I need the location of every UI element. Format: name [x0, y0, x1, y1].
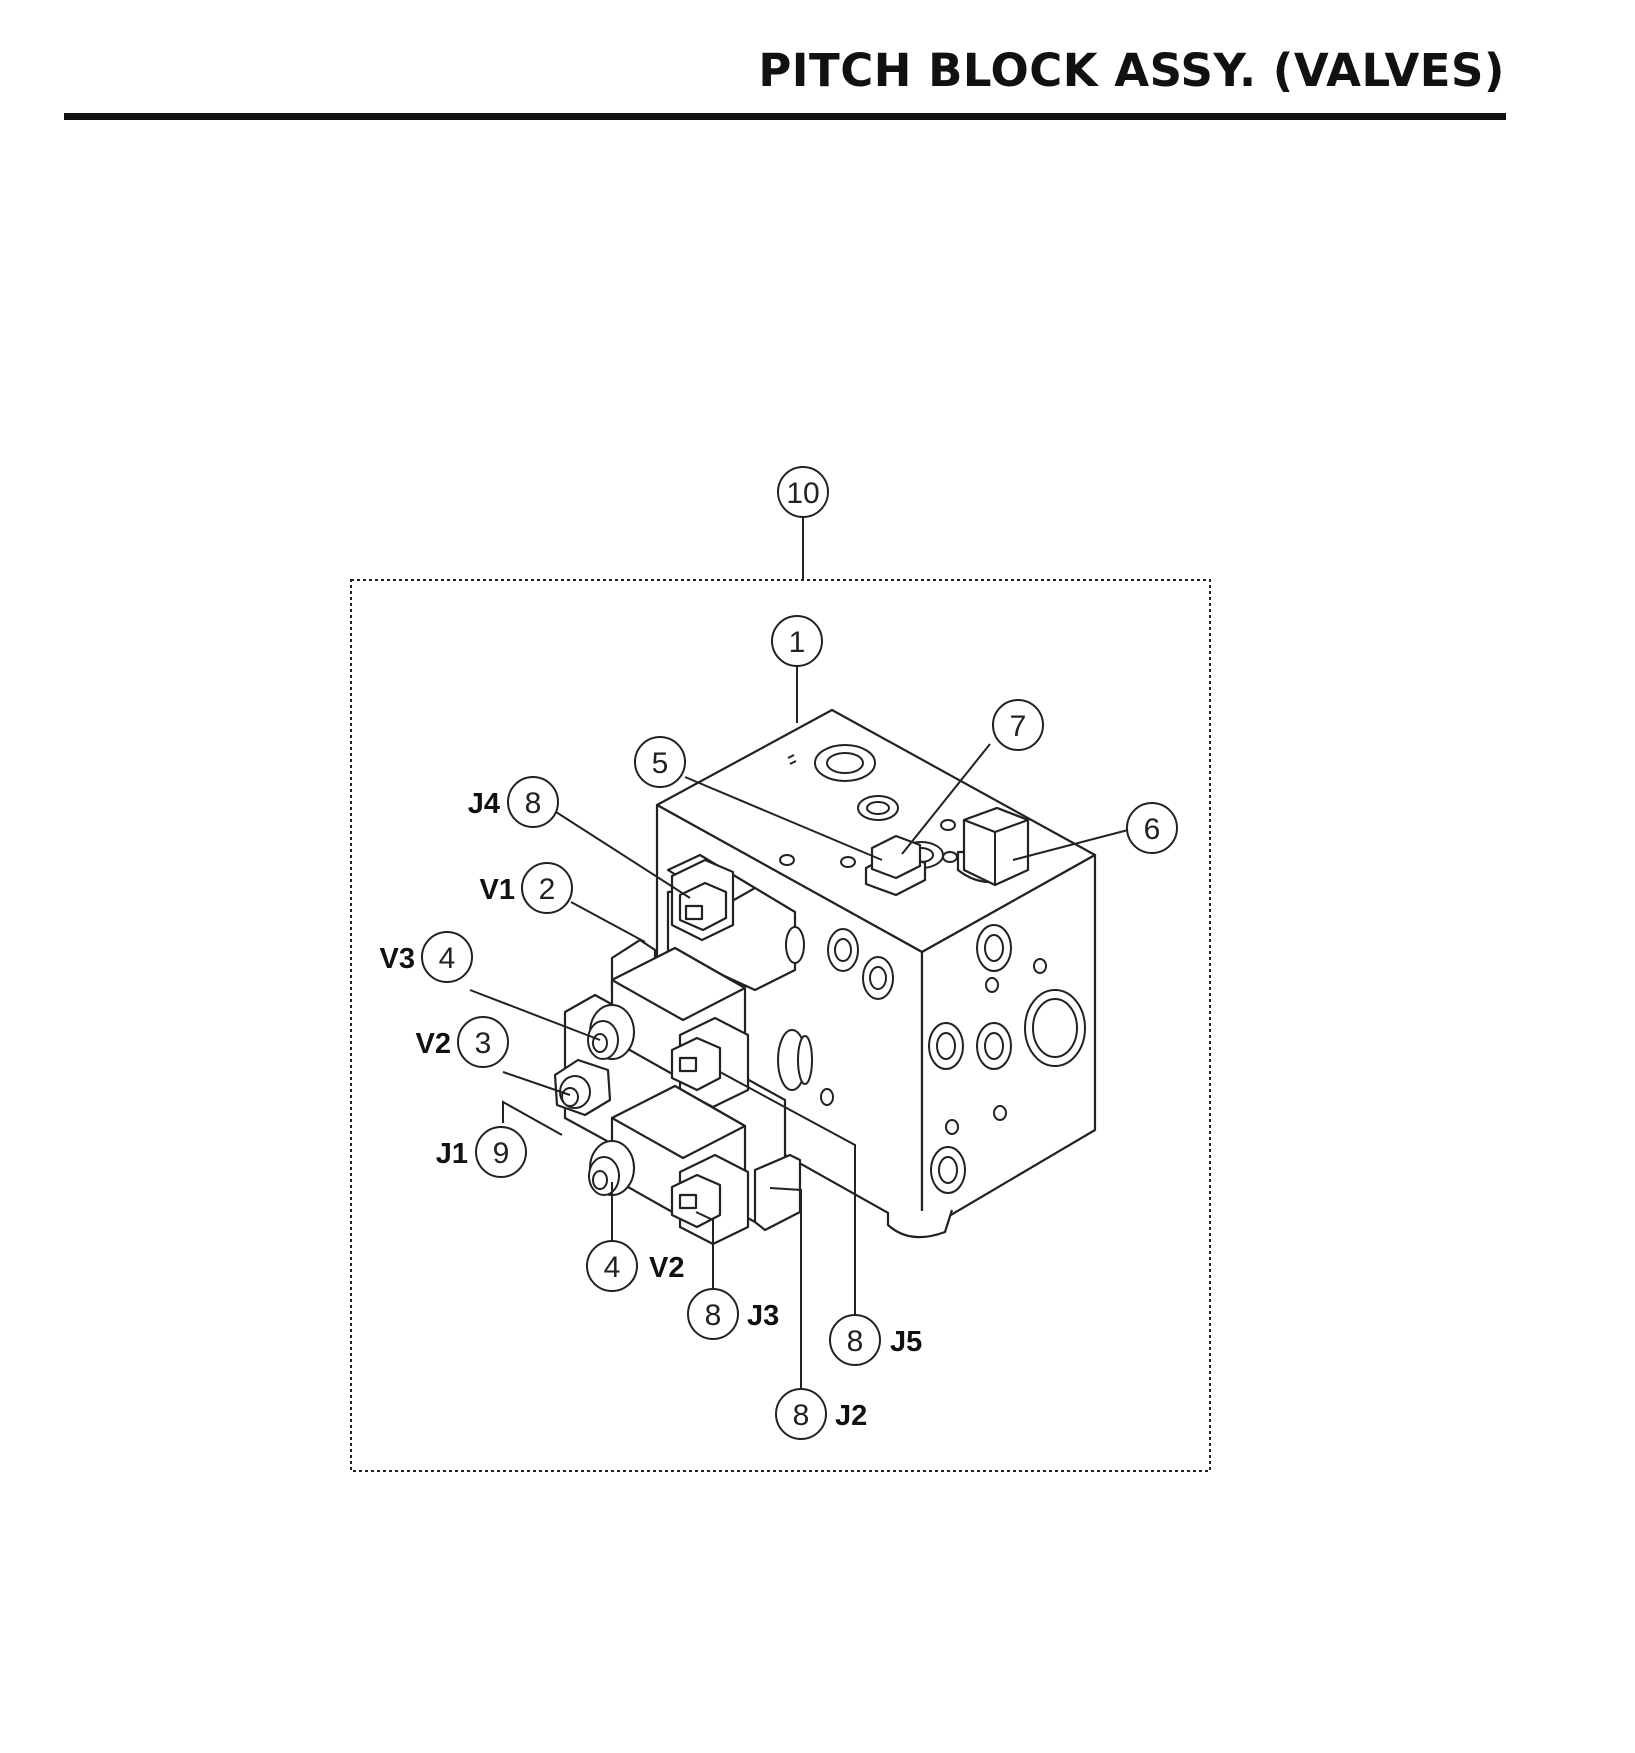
- connector-j2: [753, 1153, 802, 1232]
- svg-text:5: 5: [652, 747, 669, 780]
- callout-10: 10: [777, 466, 829, 518]
- svg-text:1: 1: [789, 626, 806, 659]
- svg-text:8: 8: [847, 1325, 864, 1358]
- leader-lines: [469, 517, 1129, 1394]
- svg-text:9: 9: [493, 1137, 510, 1170]
- callout-4-v3: 4 V3: [380, 931, 473, 983]
- callout-9-j1: 9 J1: [436, 1126, 527, 1178]
- valve-coil-v3: [587, 946, 747, 1082]
- svg-text:8: 8: [525, 787, 542, 820]
- callout-8-j3: 8 J3: [687, 1288, 779, 1340]
- svg-text:J5: J5: [890, 1326, 922, 1358]
- callout-2-v1: 2 V1: [480, 862, 573, 914]
- svg-text:6: 6: [1144, 813, 1161, 846]
- connector-j3: [670, 1153, 750, 1246]
- callout-8-j4: 8 J4: [468, 776, 559, 828]
- connector-j4: [670, 858, 735, 942]
- svg-text:J3: J3: [747, 1300, 779, 1332]
- callout-5: 5: [634, 736, 686, 788]
- svg-text:4: 4: [604, 1251, 621, 1284]
- svg-text:2: 2: [539, 873, 556, 906]
- assembly-boundary: [350, 579, 1211, 1472]
- callout-1: 1: [771, 615, 823, 667]
- svg-text:8: 8: [793, 1399, 810, 1432]
- valve-cartridge-v2: [553, 1058, 612, 1117]
- svg-text:3: 3: [475, 1027, 492, 1060]
- svg-text:V2: V2: [416, 1028, 451, 1060]
- callout-4-v2: 4 V2: [586, 1240, 684, 1292]
- hex-plug-part-6: [956, 806, 1030, 887]
- manifold-block: [655, 708, 1097, 1239]
- svg-text:V1: V1: [480, 874, 515, 906]
- svg-text:10: 10: [786, 477, 819, 510]
- svg-text:J4: J4: [468, 788, 500, 820]
- svg-text:7: 7: [1010, 710, 1027, 743]
- callout-7: 7: [992, 699, 1044, 751]
- svg-text:4: 4: [439, 942, 456, 975]
- page-title: PITCH BLOCK ASSY. (VALVES): [758, 44, 1505, 97]
- svg-text:8: 8: [705, 1299, 722, 1332]
- svg-text:V3: V3: [380, 943, 415, 975]
- callout-8-j5: 8 J5: [829, 1314, 922, 1366]
- svg-text:V2: V2: [649, 1252, 684, 1284]
- valve-cluster: [553, 853, 813, 1246]
- connector-j5: [670, 1016, 813, 1109]
- callout-6: 6: [1126, 802, 1178, 854]
- title-rule: [64, 113, 1506, 120]
- svg-text:J2: J2: [835, 1400, 867, 1432]
- callout-8-j2: 8 J2: [775, 1388, 867, 1440]
- svg-text:J1: J1: [436, 1138, 468, 1170]
- callout-3-v2: 3 V2: [416, 1016, 509, 1068]
